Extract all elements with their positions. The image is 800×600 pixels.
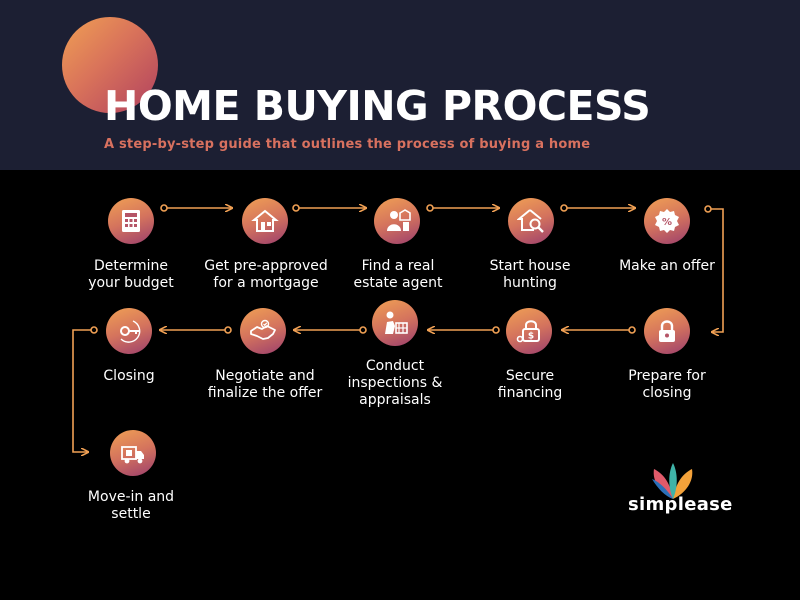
moving-truck-icon (110, 430, 156, 476)
decorative-circle (62, 17, 158, 113)
money-lock-icon: $ (506, 308, 552, 354)
page-title: HOME BUYING PROCESS (104, 82, 651, 130)
page-subtitle: A step-by-step guide that outlines the p… (104, 137, 591, 152)
brand-name: simplease (628, 494, 733, 515)
handshake-icon (240, 308, 286, 354)
offer-badge-icon: % (644, 198, 690, 244)
simplease-logo-icon (652, 463, 693, 499)
step-label-make-offer: Make an offer (619, 258, 715, 274)
agent-icon (374, 198, 420, 244)
budget-calculator-icon (108, 198, 154, 244)
padlock-icon (644, 308, 690, 354)
arrow-10-11 (72, 329, 91, 452)
house-approval-icon (242, 198, 288, 244)
inspector-icon (372, 300, 418, 346)
header-banner: HOME BUYING PROCESS A step-by-step guide… (0, 0, 800, 170)
house-search-icon (508, 198, 554, 244)
step-label-closing: Closing (103, 368, 155, 384)
svg-text:$: $ (528, 332, 534, 342)
svg-text:%: % (662, 217, 672, 228)
arrow-5-6 (711, 208, 724, 332)
key-icon (106, 308, 152, 354)
